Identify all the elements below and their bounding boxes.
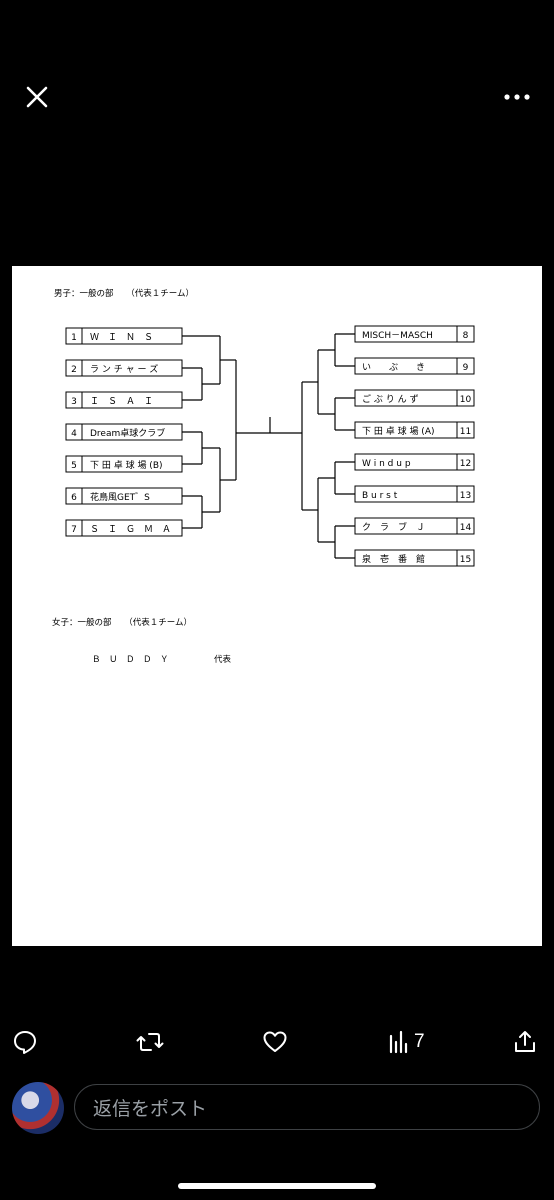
team-box-right: W i n d u p 12 xyxy=(354,453,475,471)
seed-cell xyxy=(456,453,475,471)
team-box-right: ク ラ ブ Ｊ 14 xyxy=(354,517,475,535)
team-box-left: 3 Ｉ Ｓ Ａ Ｉ xyxy=(65,391,183,409)
team-name: MISCH－MASCH xyxy=(362,331,433,341)
heart-icon[interactable] xyxy=(262,1028,288,1056)
seed-number: 7 xyxy=(71,525,77,535)
seed-number: 9 xyxy=(463,363,469,373)
team-name: 泉 壱 番 館 xyxy=(362,553,425,565)
views-count: 7 xyxy=(414,1031,425,1052)
avatar[interactable] xyxy=(12,1082,64,1134)
team-name: ラ ン チ ャ ー ズ xyxy=(90,363,158,375)
team-box-left: 6 花鳥風GET゛S xyxy=(65,487,183,505)
reply-input[interactable]: 返信をポスト xyxy=(74,1084,540,1130)
seed-cell xyxy=(456,517,475,535)
team-name-cell xyxy=(81,327,183,345)
team-name: 下 田 卓 球 場 (A) xyxy=(362,425,434,437)
views-chart-icon xyxy=(389,1030,408,1054)
reply-placeholder: 返信をポスト xyxy=(93,1097,208,1120)
team-name: W i n d u p xyxy=(362,459,411,469)
seed-cell xyxy=(456,485,475,503)
seed-number: 8 xyxy=(463,331,469,341)
seed-number: 2 xyxy=(71,365,77,375)
men-heading: 男子：一般の部 （代表１チーム） xyxy=(54,288,194,299)
team-box-left: 4 Dream卓球クラブ xyxy=(65,423,183,441)
reply-icon[interactable] xyxy=(12,1028,38,1056)
team-name-cell xyxy=(81,487,183,505)
seed-number: 13 xyxy=(460,491,471,501)
seed-number: 10 xyxy=(460,395,472,405)
team-name: Ｉ Ｓ Ａ Ｉ xyxy=(90,397,153,407)
seed-number: 11 xyxy=(460,427,471,437)
women-team: Ｂ Ｕ Ｄ Ｄ Ｙ xyxy=(92,655,169,665)
team-name: Dream卓球クラブ xyxy=(90,427,165,439)
media-viewer-topbar xyxy=(0,0,554,200)
team-name: ご ぶ り ん ず xyxy=(362,393,418,405)
share-icon[interactable] xyxy=(512,1028,538,1056)
team-box-right: 下 田 卓 球 場 (A) 11 xyxy=(354,421,475,439)
team-name-cell xyxy=(81,391,183,409)
seed-number: 15 xyxy=(460,555,471,565)
team-box-left: 5 下 田 卓 球 場 (B) xyxy=(65,455,183,473)
seed-number: 14 xyxy=(460,523,472,533)
seed-cell xyxy=(456,325,475,343)
bracket-lines xyxy=(182,333,355,559)
team-box-right: B u r s t 13 xyxy=(354,485,475,503)
team-boxes: 1 Ｗ Ｉ Ｎ Ｓ 2 ラ ン チ ャ ー ズ 3 Ｉ Ｓ Ａ Ｉ 4 Dream卓球クラブ 5… xyxy=(65,325,475,567)
team-box-right: MISCH－MASCH 8 xyxy=(354,325,475,343)
reply-composer: 返信をポスト xyxy=(0,1074,554,1144)
bracket-diagram: 男子：一般の部 （代表１チーム） 女子：一般の部 （代表１チーム） Ｂ Ｕ Ｄ … xyxy=(52,288,475,665)
seed-cell xyxy=(456,357,475,375)
team-box-left: 7 Ｓ Ｉ Ｇ Ｍ Ａ xyxy=(65,519,183,537)
seed-cell xyxy=(456,421,475,439)
team-box-right: ご ぶ り ん ず 10 xyxy=(354,389,475,407)
team-name-cell xyxy=(81,519,183,537)
more-dots-icon[interactable] xyxy=(500,84,534,110)
team-name-cell xyxy=(81,423,183,441)
seed-number: 1 xyxy=(71,333,77,343)
views-button[interactable]: 7 xyxy=(388,1028,425,1056)
seed-number: 4 xyxy=(71,429,77,439)
seed-cell xyxy=(456,549,475,567)
tournament-document-image: 男子：一般の部 （代表１チーム） 女子：一般の部 （代表１チーム） Ｂ Ｕ Ｄ … xyxy=(12,266,542,946)
home-indicator xyxy=(178,1183,376,1189)
team-name: 花鳥風GET゛S xyxy=(90,491,150,503)
seed-cell xyxy=(456,389,475,407)
team-box-left: 2 ラ ン チ ャ ー ズ xyxy=(65,359,183,377)
seed-number: 12 xyxy=(460,459,471,469)
team-name-cell xyxy=(81,455,183,473)
team-name: ク ラ ブ Ｊ xyxy=(362,521,425,533)
team-box-right: 泉 壱 番 館 15 xyxy=(354,549,475,567)
team-name: Ｗ Ｉ Ｎ Ｓ xyxy=(90,333,153,343)
women-team-note: 代表 xyxy=(214,654,232,665)
team-box-left: 1 Ｗ Ｉ Ｎ Ｓ xyxy=(65,327,183,345)
team-name: B u r s t xyxy=(362,491,398,501)
close-icon[interactable] xyxy=(22,82,52,112)
team-box-right: い ぶ き 9 xyxy=(354,357,475,375)
team-name: い ぶ き xyxy=(362,362,425,373)
seed-number: 3 xyxy=(71,397,77,407)
women-heading: 女子：一般の部 （代表１チーム） xyxy=(52,617,192,628)
seed-number: 6 xyxy=(71,493,77,503)
post-action-bar: 7 xyxy=(0,1020,554,1064)
team-name: 下 田 卓 球 場 (B) xyxy=(90,459,163,471)
team-name: Ｓ Ｉ Ｇ Ｍ Ａ xyxy=(90,525,171,535)
repost-icon[interactable] xyxy=(136,1028,164,1056)
team-name-cell xyxy=(81,359,183,377)
seed-number: 5 xyxy=(71,461,77,471)
